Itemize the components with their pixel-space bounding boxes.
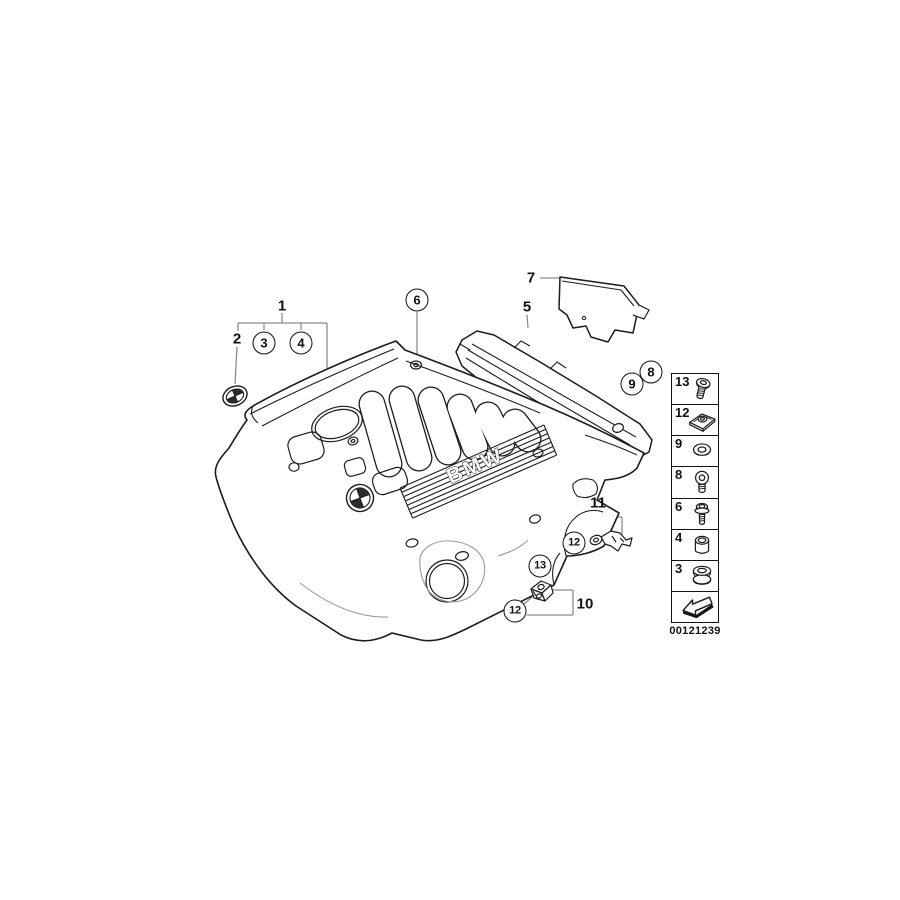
balloon-9[interactable]: 9 — [620, 372, 644, 396]
legend-row-6[interactable]: 6 — [672, 499, 718, 530]
bracket-panel-part[interactable] — [558, 276, 650, 343]
clip-nut-part[interactable] — [530, 580, 554, 602]
legend-row-arrow[interactable] — [672, 592, 718, 622]
balloon-3[interactable]: 3 — [252, 331, 276, 355]
legend-num-12: 12 — [675, 405, 690, 421]
balloon-6[interactable]: 6 — [405, 288, 429, 312]
leader-lines — [234, 277, 623, 616]
hardware-legend-table: 13 12 9 — [671, 373, 719, 623]
callout-10[interactable]: 10 — [576, 595, 594, 613]
cover-roundel — [345, 483, 375, 513]
legend-row-4[interactable]: 4 — [672, 530, 718, 561]
direction-arrow-icon — [682, 596, 714, 619]
diagram-part-number: 00121239 — [669, 625, 721, 637]
screw-boss-hole — [409, 360, 423, 370]
balloon-8[interactable]: 8 — [639, 360, 663, 384]
balloon-12-lower[interactable]: 12 — [503, 599, 527, 623]
pan-head-screw-icon — [695, 377, 711, 400]
legend-row-12[interactable]: 12 — [672, 405, 718, 437]
holder-bracket-part[interactable] — [589, 530, 633, 552]
clip-nut-icon — [688, 413, 716, 433]
callout-11[interactable]: 11 — [590, 494, 606, 512]
callout-1[interactable]: 1 — [277, 297, 287, 315]
callout-7[interactable]: 7 — [526, 269, 536, 287]
legend-row-13[interactable]: 13 — [672, 374, 718, 406]
legend-num-3: 3 — [675, 560, 683, 576]
legend-row-9[interactable]: 9 — [672, 436, 718, 468]
emblem-badge-part[interactable] — [220, 382, 251, 410]
balloon-4[interactable]: 4 — [289, 331, 313, 355]
legend-row-8[interactable]: 8 — [672, 467, 718, 499]
legend-num-4: 4 — [675, 529, 683, 545]
legend-num-8: 8 — [675, 467, 683, 483]
callout-5[interactable]: 5 — [522, 298, 532, 316]
balloon-12-upper[interactable]: 12 — [562, 531, 586, 555]
cylinder-humps — [358, 385, 542, 478]
callout-2[interactable]: 2 — [232, 330, 242, 348]
stripe-band — [399, 424, 558, 519]
round-head-screw-icon — [694, 471, 710, 494]
legend-num-6: 6 — [675, 498, 683, 514]
flange-bolt-icon — [694, 502, 710, 525]
legend-num-9: 9 — [675, 436, 683, 452]
spacer-sleeve-icon — [694, 535, 710, 554]
legend-num-13: 13 — [675, 374, 690, 389]
balloon-13-lower[interactable]: 13 — [528, 554, 552, 578]
washer-icon — [692, 443, 712, 457]
legend-row-3[interactable]: 3 — [672, 561, 718, 592]
rubber-grommet-icon — [692, 565, 712, 585]
